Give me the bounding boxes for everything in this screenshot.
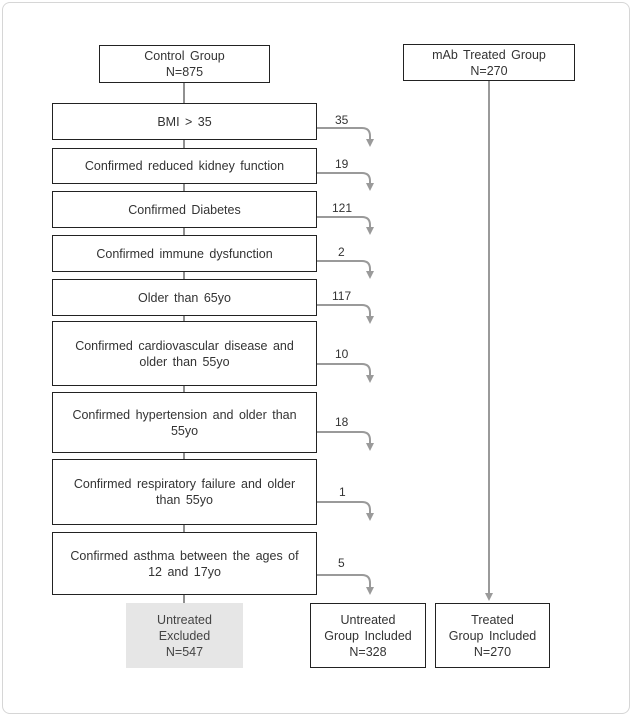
exclusion-count-6: 10 (335, 347, 349, 361)
exclusion-arrow-7 (317, 431, 374, 451)
exclusion-box-immune: Confirmed immune dysfunction (52, 235, 317, 272)
exclusion-arrow-4 (317, 260, 374, 279)
exclusion-box-age65: Older than 65yo (52, 279, 317, 316)
treated-included-box: Treated Group Included N=270 (435, 603, 550, 668)
control-group-box: Control Group N=875 (99, 45, 270, 83)
exclusion-box-bmi: BMI > 35 (52, 103, 317, 140)
exclusion-box-hypertension: Confirmed hypertension and older than 55… (52, 392, 317, 453)
exclusion-count-1: 35 (335, 113, 349, 127)
treated-group-label: mAb Treated Group (432, 47, 546, 62)
exclusion-box-kidney: Confirmed reduced kidney function (52, 148, 317, 184)
exclusion-box-asthma: Confirmed asthma between the ages of 12 … (52, 532, 317, 595)
untreated-excluded-box: Untreated Excluded N=547 (126, 603, 243, 668)
exclusion-count-5: 117 (332, 289, 352, 303)
exclusion-arrow-8 (317, 501, 374, 521)
untreated-included-box: Untreated Group Included N=328 (310, 603, 426, 668)
exclusion-count-4: 2 (338, 245, 345, 259)
exclusion-count-8: 1 (339, 485, 346, 499)
exclusion-arrow-2 (317, 172, 374, 191)
exclusion-box-cardiovascular: Confirmed cardiovascular disease and old… (52, 321, 317, 386)
exclusion-count-9: 5 (338, 556, 345, 570)
treated-group-box: mAb Treated Group N=270 (403, 44, 575, 81)
control-group-n: N=875 (165, 65, 204, 79)
exclusion-arrow-5 (317, 304, 374, 324)
control-group-label: Control Group (144, 49, 225, 63)
treated-group-n: N=270 (470, 63, 508, 78)
exclusion-arrow-9 (317, 574, 374, 595)
exclusion-box-diabetes: Confirmed Diabetes (52, 191, 317, 228)
exclusion-arrow-1 (317, 127, 374, 147)
exclusion-box-respiratory: Confirmed respiratory failure and older … (52, 459, 317, 525)
exclusion-count-7: 18 (335, 415, 349, 429)
exclusion-arrow-3 (317, 216, 374, 235)
exclusion-count-2: 19 (335, 157, 349, 171)
exclusion-count-3: 121 (332, 201, 353, 215)
exclusion-arrow-6 (317, 363, 374, 383)
